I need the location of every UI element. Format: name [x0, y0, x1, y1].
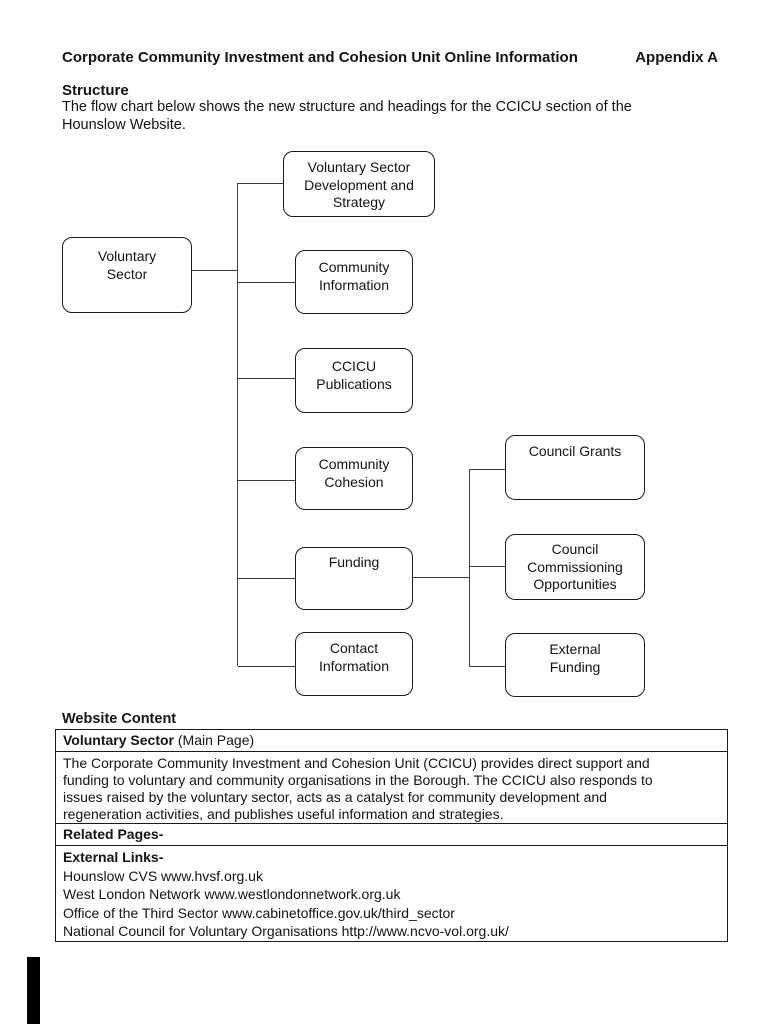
table-row-main-page: Voluntary Sector (Main Page): [56, 730, 727, 751]
external-link-item: Hounslow CVS www.hvsf.org.uk: [63, 867, 263, 884]
flowchart-node-development-strategy: Voluntary Sector Development and Strateg…: [283, 151, 435, 217]
table-row-description: The Corporate Community Investment and C…: [56, 751, 727, 823]
website-content-table: Voluntary Sector (Main Page) The Corpora…: [55, 729, 728, 942]
scan-artifact-bar: [27, 957, 40, 1024]
external-link-item: West London Network www.westlondonnetwor…: [63, 886, 401, 903]
connector-branch-development-strategy: [238, 183, 283, 185]
website-content-heading: Website Content: [62, 711, 177, 727]
flowchart-node-community-information: Community Information: [295, 250, 413, 314]
connector-funding-out: [413, 577, 469, 579]
structure-heading: Structure: [62, 82, 129, 99]
flowchart-node-voluntary-sector: Voluntary Sector: [62, 237, 192, 313]
main-page-suffix: (Main Page): [174, 732, 255, 748]
appendix-label: Appendix A: [635, 49, 718, 66]
main-page-title: Voluntary Sector: [63, 732, 174, 748]
document-header: Corporate Community Investment and Cohes…: [62, 49, 718, 66]
flowchart-node-council-commissioning: Council Commissioning Opportunities: [505, 534, 645, 600]
table-row-related-pages: Related Pages-: [56, 823, 727, 845]
external-link-item: Office of the Third Sector www.cabinetof…: [63, 904, 455, 921]
connector-child-council-commissioning: [470, 566, 505, 568]
flowchart-node-funding: Funding: [295, 547, 413, 610]
external-links-label: External Links-: [63, 849, 164, 865]
connector-child-external-funding: [470, 666, 505, 668]
flowchart-node-community-cohesion: Community Cohesion: [295, 447, 413, 510]
flowchart-node-ccicu-publications: CCICU Publications: [295, 348, 413, 413]
connector-branch-funding: [238, 578, 295, 580]
connector-branch-community-cohesion: [238, 480, 295, 482]
flowchart-node-external-funding: External Funding: [505, 633, 645, 697]
flowchart-node-council-grants: Council Grants: [505, 435, 645, 500]
document-title: Corporate Community Investment and Cohes…: [62, 49, 578, 66]
flowchart-node-contact-information: Contact Information: [295, 632, 413, 696]
connector-child-council-grants: [470, 469, 505, 471]
connector-branch-ccicu-publications: [238, 378, 295, 380]
connector-left-trunk: [237, 183, 239, 666]
connector-branch-community-information: [238, 282, 295, 284]
table-row-external-links: External Links- Hounslow CVS www.hvsf.or…: [56, 845, 727, 941]
external-link-item: National Council for Voluntary Organisat…: [63, 923, 509, 940]
connector-root-branch: [192, 270, 237, 272]
structure-description: The flow chart below shows the new struc…: [62, 99, 632, 133]
connector-branch-contact-information: [238, 666, 295, 668]
connector-right-trunk: [469, 469, 471, 667]
